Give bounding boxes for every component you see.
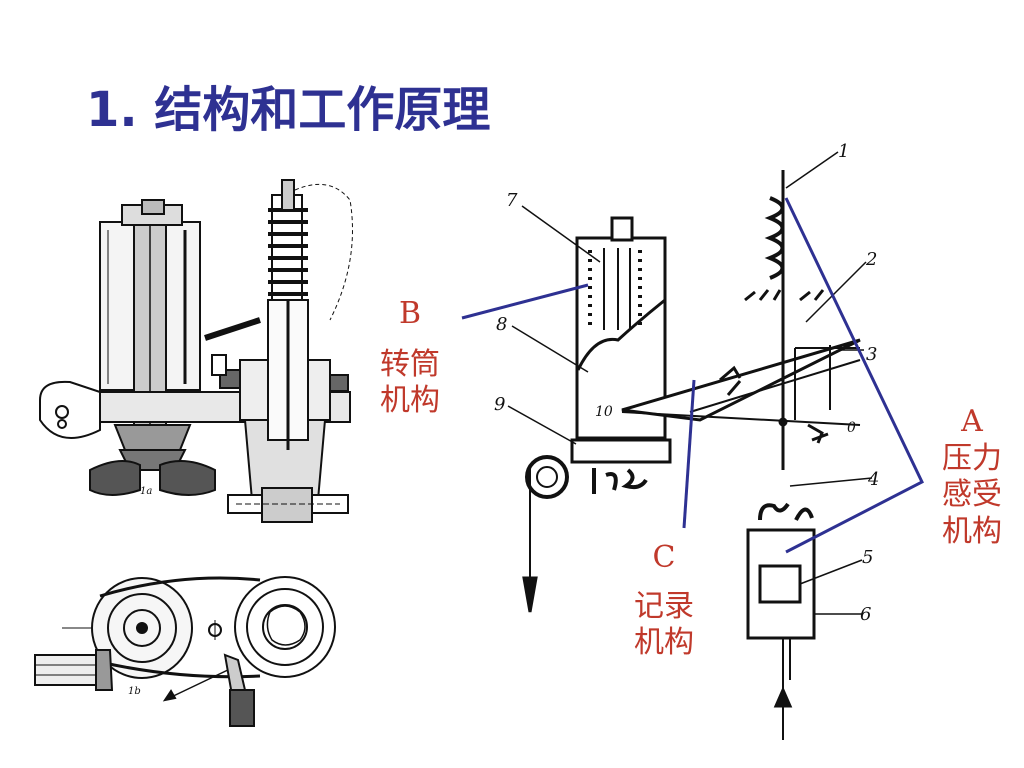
callout-b-line1: 转筒 <box>380 346 440 382</box>
part-number-2: 2 <box>865 249 877 270</box>
page-title: 1. 结构和工作原理 <box>86 86 490 134</box>
callout-a: A 压力 感受 机构 <box>942 404 1002 550</box>
callout-a-line1: 压力 <box>942 440 1002 476</box>
part-number-7: 7 <box>506 190 518 211</box>
callout-c-letter: C <box>652 540 676 575</box>
fig-caption-top: 1a <box>140 486 152 497</box>
part-number-6: 6 <box>860 604 871 625</box>
callout-c-line2: 机构 <box>634 625 694 661</box>
part-number-3: 3 <box>866 344 877 365</box>
callout-a-line2: 感受 <box>942 477 1002 513</box>
part-number-0: 0 <box>847 420 856 436</box>
part-number-4: 4 <box>867 469 879 490</box>
part-number-9: 9 <box>494 394 505 415</box>
callout-b-letter: B <box>398 296 422 331</box>
callout-a-letter: A <box>961 404 983 439</box>
part-number-8: 8 <box>496 314 507 335</box>
title-number: 1. <box>86 82 138 138</box>
callout-a-line3: 机构 <box>942 513 1002 549</box>
fig-caption-bottom: 1b <box>128 686 141 697</box>
callout-c: C 记录 机构 <box>634 540 694 662</box>
part-number-1: 1 <box>838 141 849 162</box>
part-number-10: 10 <box>595 404 613 420</box>
callout-c-line1: 记录 <box>634 588 694 624</box>
callout-b-line2: 机构 <box>380 383 440 419</box>
callout-b: B 转筒 机构 <box>380 296 440 420</box>
title-text: 结构和工作原理 <box>154 82 491 138</box>
part-number-5: 5 <box>862 547 873 568</box>
